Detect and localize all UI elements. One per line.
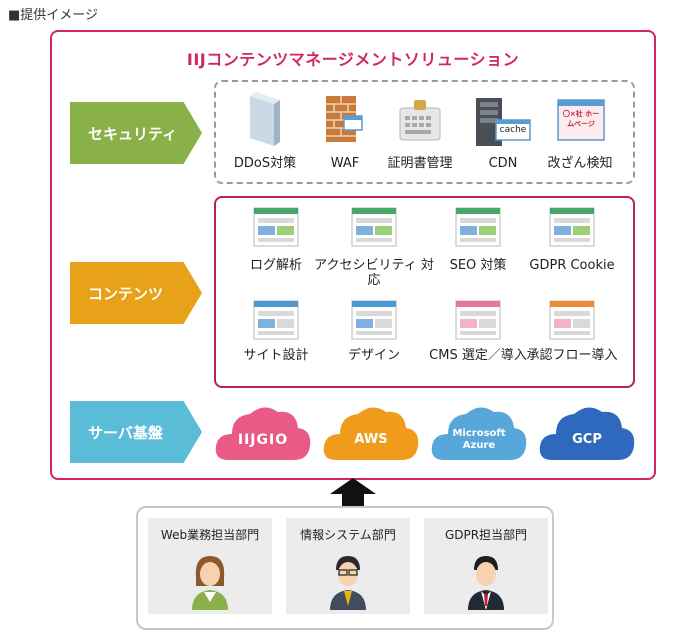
security-layer-arrow: セキュリティ <box>70 102 202 164</box>
webpage-icon <box>549 300 595 340</box>
contents-group <box>214 196 635 388</box>
female-staff-icon <box>192 556 228 610</box>
contents-layer-arrow: コンテンツ <box>70 262 202 324</box>
businessman-icon <box>468 556 504 610</box>
cloud-label: IIJGIO <box>237 432 289 448</box>
gcp-cloud: GCP <box>538 402 636 464</box>
aws-cloud: AWS <box>322 402 420 464</box>
solution-title: IIJコンテンツマネージメントソリューション <box>186 50 520 69</box>
cloud-label: Microsoft Azure <box>452 428 506 451</box>
contents-item-label: CMS 選定／導入 <box>429 348 527 363</box>
webpage-icon <box>351 207 397 247</box>
webpage-icon <box>253 300 299 340</box>
contents-item-label: デザイン <box>347 348 400 363</box>
contents-item-label: 承認フロー導入 <box>526 348 618 363</box>
contents-item-label: SEO 対策 <box>449 258 507 273</box>
firewall-icon <box>326 96 363 142</box>
security-item-label: 改ざん検知 <box>547 156 613 171</box>
contents-item-label: サイト設計 <box>243 348 309 363</box>
contents-layer-label: コンテンツ <box>88 284 164 303</box>
webpage-icon <box>455 207 501 247</box>
server-layer-arrow: サーバ基盤 <box>70 401 202 463</box>
iijgio-cloud: IIJGIO <box>214 402 312 464</box>
header-caption: ■提供イメージ <box>8 8 99 23</box>
tamper-detection-icon: 〇×社 ホームページ <box>556 98 606 144</box>
server-layer-label: サーバ基盤 <box>88 423 163 442</box>
azure-cloud: Microsoft Azure <box>430 402 528 464</box>
user-department-label: GDPR担当部門 <box>444 528 528 542</box>
up-arrow-icon <box>330 478 376 508</box>
tamper-site-label: 〇×社 ホームページ <box>562 110 600 128</box>
wall-icon <box>250 92 280 146</box>
user-department-label: 情報システム部門 <box>300 528 396 542</box>
cache-server-icon: cache <box>474 94 532 148</box>
security-layer-label: セキュリティ <box>88 124 178 143</box>
contents-item-label: アクセシビリティ 対応 <box>314 258 434 288</box>
webpage-icon <box>351 300 397 340</box>
user-panel: Web業務担当部門 <box>148 518 272 614</box>
security-item-label: DDoS対策 <box>233 156 297 171</box>
security-item-label: WAF <box>330 156 360 171</box>
webpage-icon <box>253 207 299 247</box>
contents-item-label: GDPR Cookie <box>529 258 615 273</box>
user-departments-group <box>136 506 554 630</box>
cloud-label: GCP <box>572 432 602 447</box>
webpage-icon <box>549 207 595 247</box>
user-panel: 情報システム部門 <box>286 518 410 614</box>
cloud-label: AWS <box>354 432 388 447</box>
certificate-icon <box>399 100 441 141</box>
male-engineer-icon <box>330 556 366 610</box>
user-department-label: Web業務担当部門 <box>160 528 260 542</box>
webpage-icon <box>455 300 501 340</box>
user-panel: GDPR担当部門 <box>424 518 548 614</box>
contents-item-label: ログ解析 <box>249 258 302 273</box>
security-item-label: CDN <box>488 156 518 171</box>
cache-label: cache <box>499 125 527 135</box>
security-item-label: 証明書管理 <box>387 156 453 171</box>
security-group <box>214 80 635 184</box>
